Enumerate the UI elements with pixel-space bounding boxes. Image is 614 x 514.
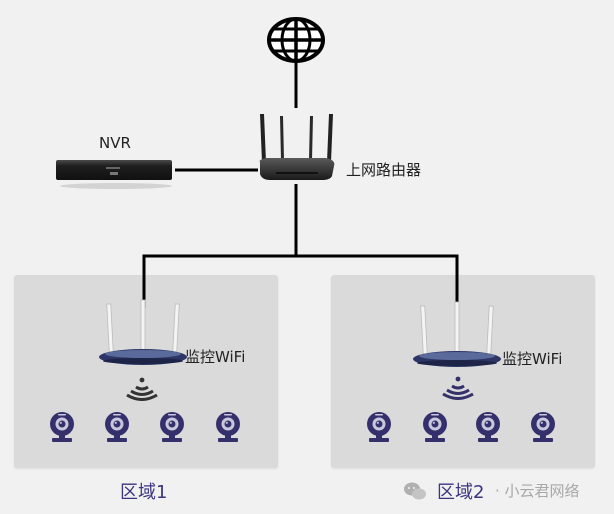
router-label: 上网路由器 — [346, 161, 422, 179]
line-to-ap2 — [296, 254, 459, 310]
zone-2-label: 区域2 — [437, 482, 485, 503]
camera-icon — [50, 412, 74, 442]
nvr-label: NVR — [99, 134, 131, 152]
camera-icon — [160, 412, 184, 442]
camera-icon — [476, 412, 500, 442]
nvr-icon — [56, 160, 172, 189]
camera-icon — [367, 412, 391, 442]
wechat-icon — [404, 482, 426, 499]
wifi-signal-icon — [126, 377, 158, 401]
line-to-ap1 — [142, 254, 296, 308]
ap1-label: 监控WiFi — [185, 348, 246, 366]
watermark-text: · 小云君网络 — [495, 482, 580, 500]
zone-1-box — [14, 275, 278, 468]
wifi-router-icon — [413, 301, 501, 367]
camera-icon — [105, 412, 129, 442]
wifi-router-icon — [99, 299, 187, 365]
camera-icon — [216, 412, 240, 442]
router-icon — [259, 114, 335, 180]
camera-icon — [423, 412, 447, 442]
globe-icon — [267, 17, 325, 63]
watermark: · 小云君网络 — [403, 480, 580, 501]
camera-icon — [531, 412, 555, 442]
zone-1-label: 区域1 — [120, 482, 168, 503]
wifi-signal-icon — [442, 376, 474, 400]
ap2-label: 监控WiFi — [502, 350, 563, 368]
zone-2-box — [331, 275, 595, 468]
